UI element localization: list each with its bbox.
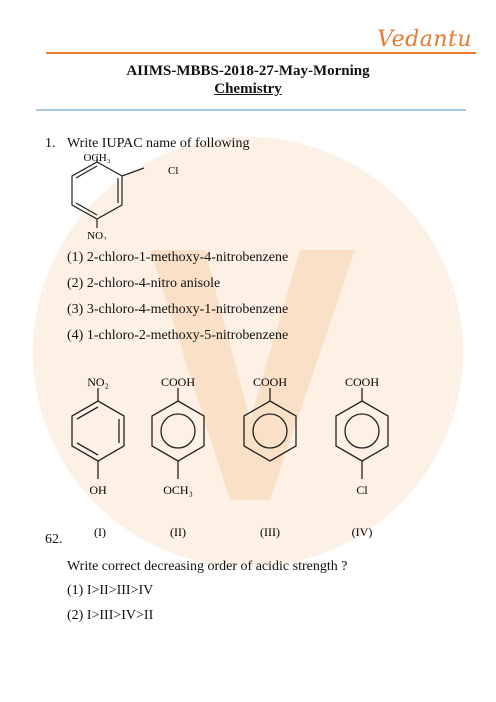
q1-option-2: (2) 2-chloro-4-nitro anisole [67, 276, 221, 291]
compound-1-ring [71, 388, 125, 479]
q62-number: 62. [45, 532, 63, 547]
vedantu-logo: Vedantu [377, 27, 472, 52]
q1-structure: OCH₃ Cl NO₂ [71, 154, 178, 240]
q1-text: Write IUPAC name of following [67, 136, 250, 151]
q1-option-1: (1) 2-chloro-1-methoxy-4-nitrobenzene [67, 250, 289, 265]
compound-3-label: (III) [260, 525, 280, 539]
q62-option-2: (2) I>III>IV>II [67, 608, 154, 623]
q1-label-top: OCH₃ [83, 154, 110, 164]
compound-1-label: (I) [94, 525, 106, 539]
compound-4-top: COOH [345, 375, 379, 389]
q62-option-1: (1) I>II>III>IV [67, 583, 154, 598]
q62-structures: NO₂ OH (I) COOH OCH₃ (II) COOH (III) COO… [71, 375, 389, 539]
header-divider [36, 109, 466, 111]
header-accent-line [46, 52, 476, 54]
compound-2-ring [151, 388, 205, 479]
compound-3-ring [243, 388, 297, 462]
q1-option-4: (4) 1-chloro-2-methoxy-5-nitrobenzene [67, 328, 289, 343]
q1-option-3: (3) 3-chloro-4-methoxy-1-nitrobenzene [67, 302, 289, 317]
compound-4-ring [335, 388, 389, 479]
q62-text: Write correct decreasing order of acidic… [67, 559, 348, 574]
q1-label-bottom: NO₂ [87, 230, 107, 240]
subject-heading: Chemistry [214, 81, 282, 97]
compound-4-label: (IV) [352, 525, 373, 539]
q1-label-right: Cl [168, 165, 178, 177]
compound-3-top: COOH [253, 375, 287, 389]
compound-1-bottom: OH [89, 483, 107, 497]
compound-2-bottom: OCH₃ [163, 483, 193, 497]
q1-number: 1. [45, 136, 56, 151]
compound-2-label: (II) [170, 525, 186, 539]
paper-title: AIIMS-MBBS-2018-27-May-Morning [126, 63, 370, 79]
compound-4-bottom: Cl [356, 483, 368, 497]
compound-1-top: NO₂ [87, 375, 109, 389]
compound-2-top: COOH [161, 375, 195, 389]
